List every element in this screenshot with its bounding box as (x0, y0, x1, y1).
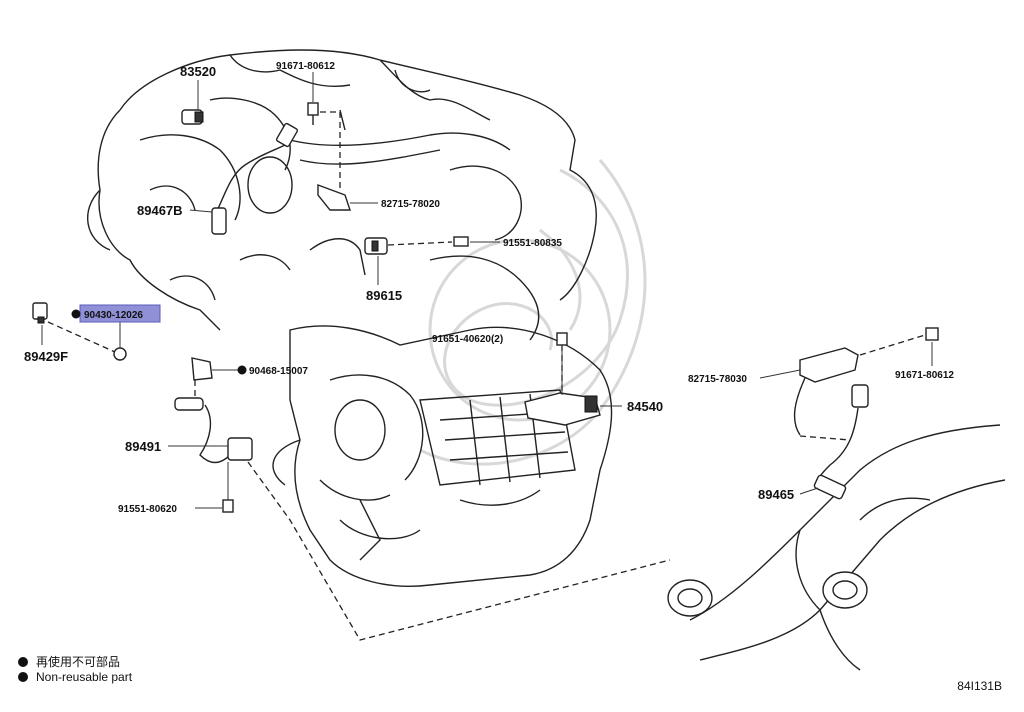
temp-sensor-part (32, 302, 48, 324)
clamp-part (191, 357, 213, 381)
label-89491: 89491 (125, 439, 161, 454)
neutral-start-switch-part (524, 392, 601, 426)
speed-sensor-part (364, 237, 388, 255)
label-90468: 90468-15007 (249, 366, 308, 377)
legend-en: Non-reusable part (18, 670, 132, 684)
label-91551-bot: 91551-80620 (118, 504, 177, 515)
label-82715-top: 82715-78020 (381, 199, 440, 210)
label-91651: 91651-40620(2) (432, 334, 503, 345)
gasket-part (113, 347, 127, 361)
legend-jp-text: 再使用不可部品 (36, 655, 121, 669)
bolt-top-part (307, 102, 319, 125)
legend-en-text: Non-reusable part (36, 670, 133, 684)
sensor-bracket-top-part (317, 183, 351, 211)
label-89467B: 89467B (137, 203, 183, 218)
air-fuel-sensor-part (211, 122, 299, 235)
label-90430: 90430-12026 (84, 310, 143, 321)
legend-jp: 再使用不可部品 (18, 653, 120, 670)
label-89465: 89465 (758, 487, 794, 502)
oxygen-sensor-lower-part (174, 397, 253, 464)
nonreusable-dot-90430 (71, 309, 81, 319)
bolt-91551-80620-part (222, 499, 234, 513)
label-89429F: 89429F (24, 349, 68, 364)
bolt-91651-40620-part (556, 332, 568, 346)
label-83520: 83520 (180, 64, 216, 79)
oxygen-sensor-right-part (813, 384, 869, 500)
label-84540: 84540 (627, 399, 663, 414)
leader-lines (41, 72, 933, 509)
label-91671-right: 91671-80612 (895, 370, 954, 381)
nonreusable-dot-90468 (237, 365, 247, 375)
watermark-emblem (419, 159, 647, 466)
label-89615: 89615 (366, 288, 402, 303)
diagram-id: 84I131B (957, 679, 1002, 693)
label-82715-right: 82715-78030 (688, 374, 747, 385)
oil-pressure-switch-part (181, 109, 204, 125)
label-91551-top: 91551-80835 (503, 238, 562, 249)
legend-dot-icon (18, 657, 28, 667)
legend-dot-icon (18, 672, 28, 682)
exhaust-pipe (667, 424, 1006, 671)
bolt-91551-80835-part (453, 236, 469, 247)
label-91671-top: 91671-80612 (276, 61, 335, 72)
transaxle-body (272, 325, 613, 587)
sensor-bracket-right-part (793, 347, 859, 436)
bolt-right-part (925, 327, 939, 341)
engine-block (86, 49, 597, 341)
assembly-dashed-lines (47, 111, 926, 641)
